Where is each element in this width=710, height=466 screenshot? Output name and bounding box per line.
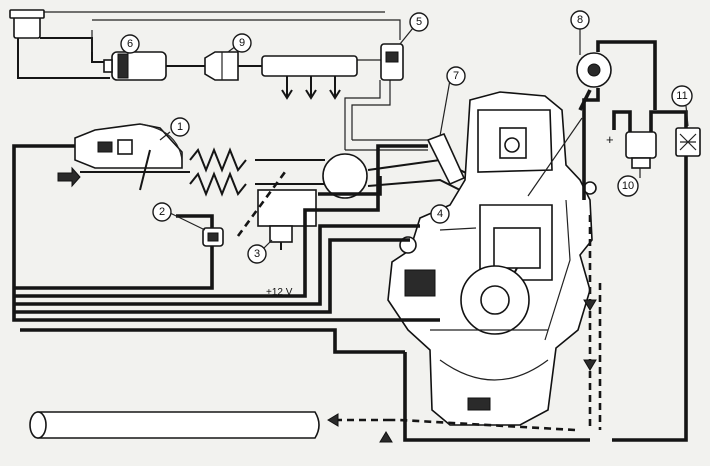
callout-1: 1 <box>159 117 190 141</box>
callout-4: 4 <box>430 204 450 224</box>
exhaust-pipe <box>29 411 320 439</box>
svg-text:6: 6 <box>127 38 133 50</box>
relay-module <box>675 127 701 157</box>
auxiliary-air-valve <box>236 171 317 250</box>
ignition-coil <box>612 110 688 169</box>
distributor <box>576 40 657 110</box>
callout-5: 5 <box>399 12 429 45</box>
plus-terminal-label: + <box>606 132 614 147</box>
svg-text:9: 9 <box>239 37 245 49</box>
callout-6: 6 <box>120 34 140 54</box>
svg-text:1: 1 <box>177 121 183 133</box>
callout-8: 8 <box>570 10 590 55</box>
fuel-tank <box>9 9 45 39</box>
callout-3: 3 <box>247 239 273 264</box>
wiring-harness <box>12 88 688 442</box>
throttle-switch <box>202 227 224 247</box>
svg-text:7: 7 <box>453 70 459 82</box>
callout-11: 11 <box>671 85 693 127</box>
svg-text:11: 11 <box>676 90 687 102</box>
svg-text:4: 4 <box>437 208 443 220</box>
fuel-rail <box>261 55 358 100</box>
pressure-regulator <box>380 43 404 81</box>
callout-10: 10 <box>617 168 641 197</box>
svg-text:3: 3 <box>254 248 260 260</box>
svg-text:2: 2 <box>159 206 165 218</box>
fuel-filter <box>204 51 239 81</box>
svg-text:10: 10 <box>622 180 634 192</box>
svg-text:8: 8 <box>577 14 583 26</box>
fuel-lines-top <box>17 11 401 150</box>
engine-block <box>387 91 597 426</box>
return-flow-lines <box>327 215 602 443</box>
fuel-pump <box>103 51 167 81</box>
callout-7: 7 <box>439 66 466 137</box>
callout-2: 2 <box>152 202 206 231</box>
air-flow-meter <box>74 123 183 191</box>
svg-text:5: 5 <box>416 16 422 28</box>
injector <box>345 132 466 186</box>
supply-voltage-label: +12 V <box>266 287 293 298</box>
callout-9: 9 <box>227 33 252 53</box>
